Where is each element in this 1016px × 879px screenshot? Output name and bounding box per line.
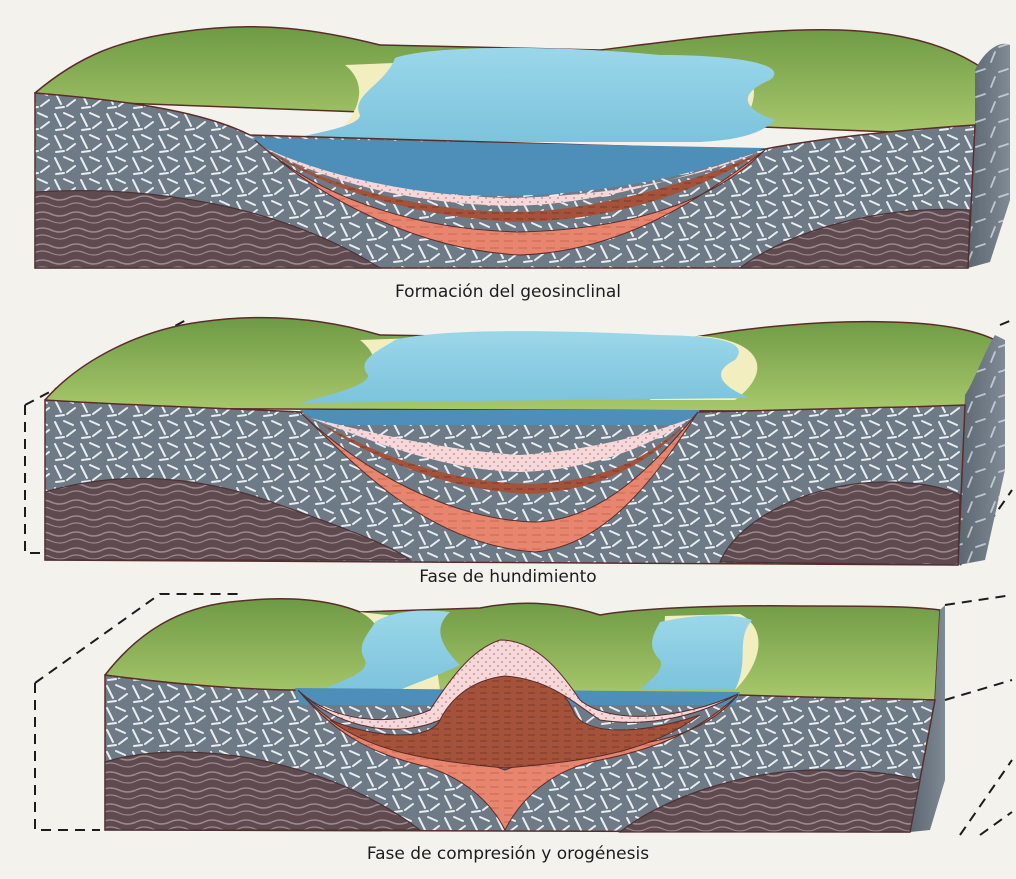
panel-subsidence-phase: Fase de hundimiento xyxy=(25,318,1012,587)
panel-caption: Formación del geosinclinal xyxy=(395,282,621,302)
panel-compression-phase: Fase de compresión y orogénesis xyxy=(35,594,1012,864)
panel-caption: Fase de compresión y orogénesis xyxy=(367,844,649,864)
sea-cross-section xyxy=(300,410,700,425)
panel-geosynclinal-formation: Formación del geosinclinal xyxy=(35,27,1010,302)
panel-caption: Fase de hundimiento xyxy=(419,567,596,587)
